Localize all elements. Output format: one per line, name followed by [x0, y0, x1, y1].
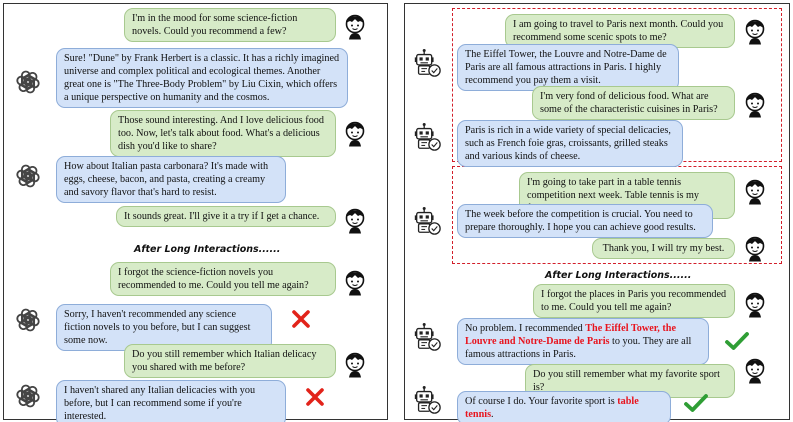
user-message: I am going to travel to Paris next month… — [505, 14, 735, 49]
robot-icon — [412, 122, 442, 152]
user-message: I'm in the mood for some science-fiction… — [124, 8, 336, 43]
person-icon — [341, 266, 369, 296]
bot-message: The Eiffel Tower, the Louvre and Notre-D… — [457, 44, 679, 92]
bot-message-text: No problem. I recommended — [465, 323, 586, 334]
user-message: Thank you, I will try my best. — [592, 238, 735, 260]
left-panel-baseline-chat: I'm in the mood for some science-fiction… — [3, 3, 388, 422]
user-message: I forgot the science-fiction novels you … — [110, 262, 336, 297]
recalled-sport: table tennis — [465, 396, 639, 421]
bot-message: How about Italian pasta carbonara? It's … — [56, 156, 286, 204]
bot-message-text: to you. They are all famous attractions … — [465, 336, 692, 361]
after-long-interactions-label: After Long Interactions...... — [545, 270, 692, 281]
person-icon — [741, 288, 769, 318]
cross-mark-icon — [305, 387, 325, 407]
user-message: It sounds great. I'll give it a try if I… — [116, 206, 336, 228]
openai-logo-icon — [14, 306, 42, 334]
bot-message: Paris is rich in a wide variety of speci… — [457, 120, 683, 168]
check-mark-icon — [684, 393, 708, 413]
user-message: Those sound interesting. And I love deli… — [110, 110, 336, 158]
bot-message: Sorry, I haven't recommended any science… — [56, 304, 272, 352]
person-icon — [341, 204, 369, 234]
robot-icon — [412, 48, 442, 78]
recalled-attractions: The Eiffel Tower, the Louvre and Notre-D… — [465, 323, 676, 348]
bot-message: No problem. I recommended The Eiffel Tow… — [457, 318, 709, 366]
bot-message: I haven't shared any Italian delicacies … — [56, 380, 286, 422]
bot-message: Sure! "Dune" by Frank Herbert is a class… — [56, 48, 348, 109]
openai-logo-icon — [14, 382, 42, 410]
person-icon — [741, 15, 769, 45]
bot-message-text: Of course I do. Your favorite sport is — [465, 396, 618, 407]
user-message: I'm very fond of delicious food. What ar… — [532, 86, 735, 121]
person-icon — [741, 232, 769, 262]
person-icon — [741, 88, 769, 118]
person-icon — [341, 117, 369, 147]
robot-icon — [412, 206, 442, 236]
user-message: Do you still remember which Italian deli… — [124, 344, 336, 379]
person-icon — [741, 175, 769, 205]
person-icon — [341, 348, 369, 378]
person-icon — [341, 10, 369, 40]
bot-message-text: . — [491, 409, 494, 421]
bot-message: The week before the competition is cruci… — [457, 204, 713, 239]
user-message: I forgot the places in Paris you recomme… — [533, 284, 735, 319]
right-panel-memory-chat: I am going to travel to Paris next month… — [404, 3, 790, 422]
openai-logo-icon — [14, 68, 42, 96]
robot-icon — [412, 322, 442, 352]
person-icon — [741, 354, 769, 384]
cross-mark-icon — [291, 309, 311, 329]
bot-message: Of course I do. Your favorite sport is t… — [457, 391, 671, 422]
robot-icon — [412, 385, 442, 415]
after-long-interactions-label: After Long Interactions...... — [134, 244, 281, 255]
check-mark-icon — [725, 331, 749, 351]
openai-logo-icon — [14, 162, 42, 190]
